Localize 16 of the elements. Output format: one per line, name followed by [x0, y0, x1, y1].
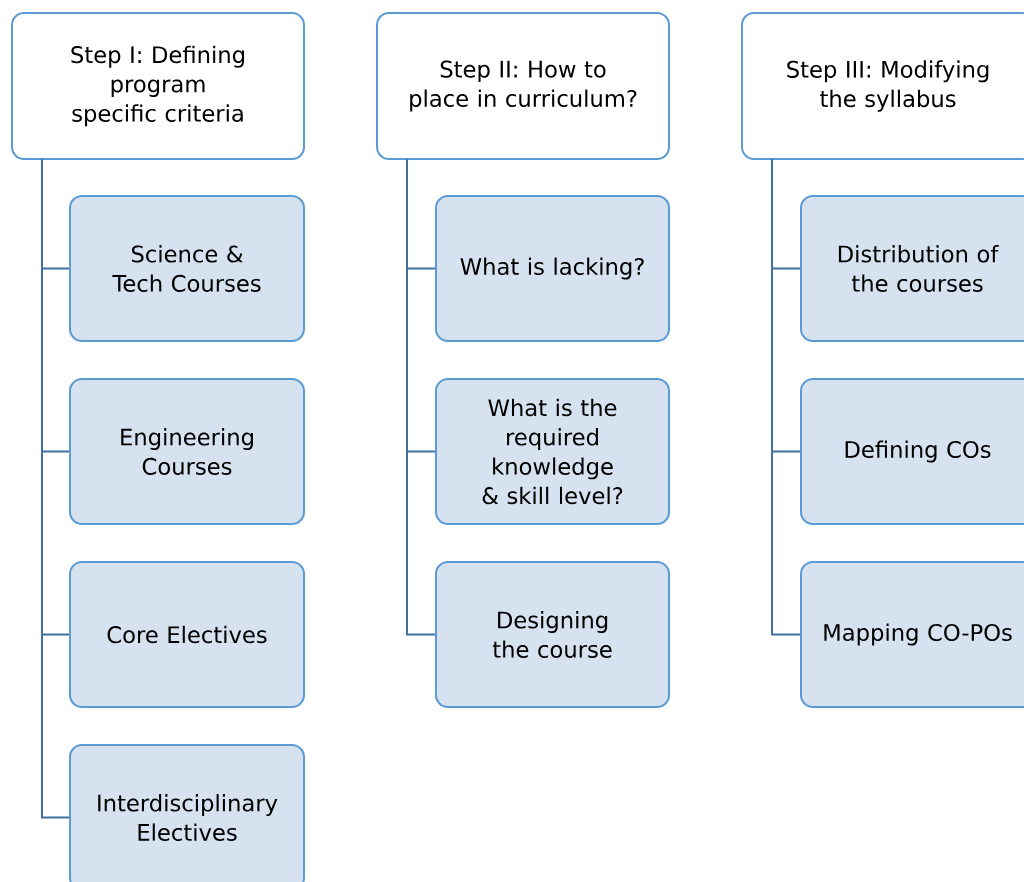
step-box: Step I: Defining program specific criteria — [11, 12, 305, 160]
step-box: Step III: Modifying the syllabus — [741, 12, 1024, 160]
connector — [41, 158, 70, 819]
connector — [771, 158, 801, 636]
task-box: What is lacking? — [434, 194, 671, 343]
task-box: Mapping CO-POs — [800, 560, 1024, 709]
task-box: Distribution of the courses — [800, 194, 1024, 343]
task-box: Interdisciplinary Electives — [69, 743, 305, 882]
task-box: Science & Tech Courses — [69, 194, 305, 343]
task-box: Core Electives — [69, 560, 305, 709]
task-box: Defining COs — [800, 377, 1024, 526]
task-box: Designing the course — [434, 560, 671, 709]
task-box: What is the required knowledge & skill level? — [434, 377, 671, 526]
task-box: Engineering Courses — [69, 377, 305, 526]
connector — [406, 158, 436, 636]
step-box: Step II: How to place in curriculum? — [376, 12, 670, 160]
